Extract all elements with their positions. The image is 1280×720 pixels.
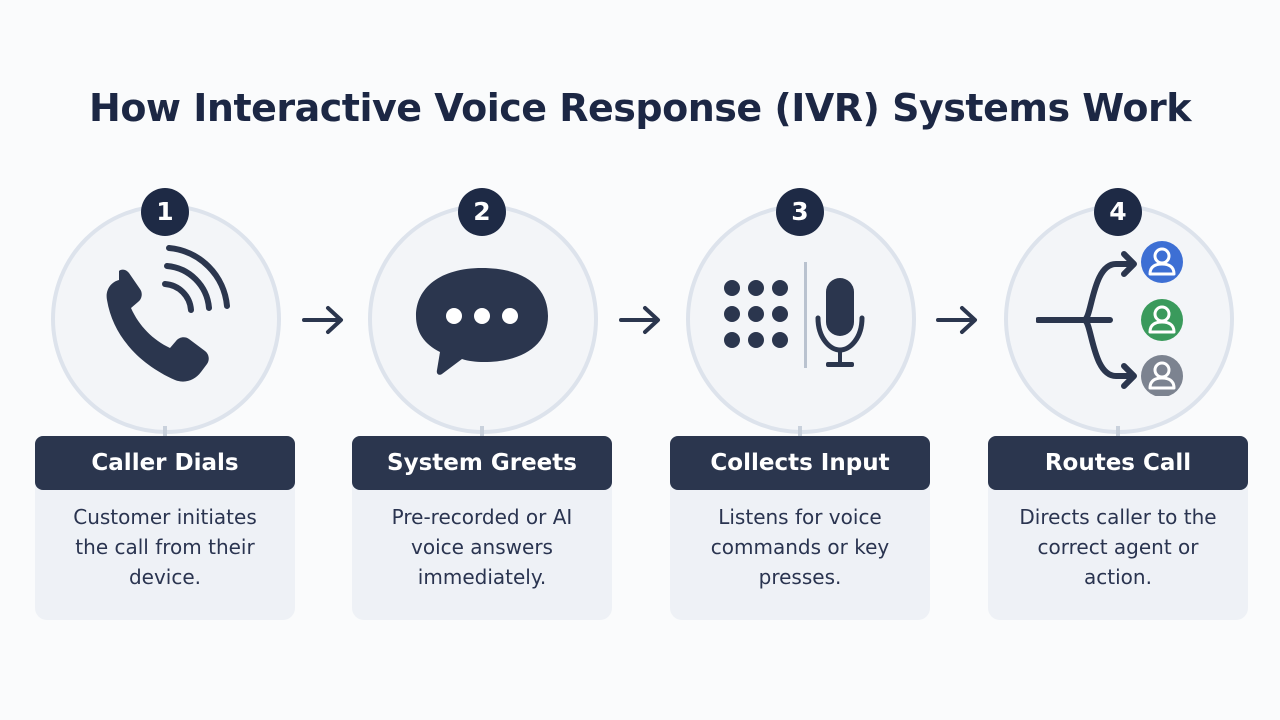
arrow-right-icon: [936, 306, 977, 334]
routing-agents-icon: [1036, 241, 1183, 396]
page-title: How Interactive Voice Response (IVR) Sys…: [89, 86, 1191, 130]
connector-line: [480, 426, 484, 438]
step-label: Routes Call: [988, 436, 1248, 490]
step-number-badge: 2: [458, 188, 506, 236]
step-2: 2 Pre-recorded or AI voice answers immed…: [352, 188, 612, 628]
connector-line: [163, 426, 167, 438]
connector-line: [798, 426, 802, 438]
step-label: Collects Input: [670, 436, 930, 490]
step-number-badge: 4: [1094, 188, 1142, 236]
step-label: Caller Dials: [35, 436, 295, 490]
connector-line: [1116, 426, 1120, 438]
agent-avatars: [1141, 241, 1183, 396]
step-label: System Greets: [352, 436, 612, 490]
arrow-right-icon: [302, 306, 343, 334]
keypad-microphone-icon: [724, 262, 865, 368]
step-description: Customer initiates the call from their d…: [35, 482, 295, 620]
step-description: Directs caller to the correct agent or a…: [988, 482, 1248, 620]
step-4: 4 Directs c: [988, 188, 1248, 628]
step-number-badge: 3: [776, 188, 824, 236]
step-description: Listens for voice commands or key presse…: [670, 482, 930, 620]
step-number-badge: 1: [141, 188, 189, 236]
step-description: Pre-recorded or AI voice answers immedia…: [352, 482, 612, 620]
step-3: 3 Listens for voice commands or key pres…: [670, 188, 930, 628]
speech-bubble-icon: [416, 268, 548, 375]
phone-call-icon: [106, 245, 230, 382]
arrow-right-icon: [619, 306, 660, 334]
step-1: 1 Customer initiates the call from their…: [35, 188, 295, 628]
